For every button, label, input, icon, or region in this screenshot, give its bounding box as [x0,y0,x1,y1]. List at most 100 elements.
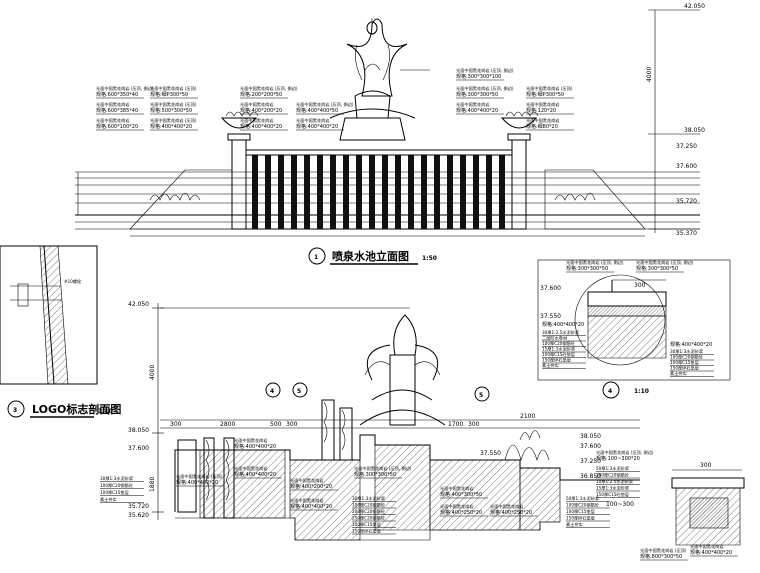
elev-level-37250: 37.250 [676,143,697,150]
water-wall-fin [317,155,323,229]
sec-mid-layer: 100厚C15垫层 [352,521,381,528]
d4-top-label-heading: 光面中国黑花岗岩 (压顶, 倒边) [566,259,624,266]
water-wall-fin [330,155,336,229]
sec-right-layer: 100厚C20钢筋砼 [566,502,600,509]
sec-label-value: 规格:400*400*20 [176,479,218,486]
d4-level-37550: 37.550 [540,313,561,320]
logo-section-view: #10螺栓 3 LOGO标志剖面图 1:10 [0,245,121,418]
d4-left-layer: 二层防水卷材 [542,335,567,342]
water-wall-fin [252,155,258,229]
sec-right-layer: 素土夯实 [566,521,583,528]
d5-layer: 100厚C20钢筋砼 [596,472,630,479]
water-wall-fin [265,155,271,229]
sec-dim-1880: 1880 [149,477,156,492]
water-wall-fin [304,155,310,229]
sec-label-value: 规格:400*400*20 [234,471,276,478]
sec-mid-layer: 100厚C20钢筋砼 [352,502,386,509]
d4-right-spec: 规格:400*400*20 [670,341,712,348]
sec-label-value: 规格:400*400*20 [290,503,332,510]
elev-label-value: 规格:400*400*20 [456,107,498,114]
fountain-section-view: 42.050 38.050 37.600 35.720 35.620 4000 … [100,301,688,561]
elev-label-heading: 光面中国黑花岗岩 [526,101,560,108]
elev-label-value: 规格:细80*20 [526,123,558,130]
elev-level-37600: 37.600 [676,163,697,170]
elev-title-circle [308,247,326,265]
sec-circle-4: 4 [270,388,274,395]
sec-dim-g: 2100 [520,413,535,420]
sec-level-38050: 38.050 [128,427,149,434]
water-wall-fin [382,155,388,229]
sec-level-r36850: 36.850 [580,473,601,480]
elev-level-35720: 35.720 [676,198,697,205]
elev-label-value: 规格:400*400*50 [296,107,338,114]
sec-left-layer: 30厚1:3水泥砂浆 [100,475,134,482]
elev-height-dim: 4000 [646,67,653,82]
elev-label-value: 规格:600*100*20 [96,123,138,130]
d5-bottom-label-value: 规格:400*400*20 [690,549,732,556]
water-wall-fin [473,155,479,229]
d4-right-layer: 150厚碎石垫层 [670,365,699,372]
elev-label-value: 规格:400*400*20 [150,123,192,130]
elev-level-top: 42.050 [684,3,705,10]
logo-title: LOGO标志剖面图 [32,402,121,416]
d4-scale: 1:10 [634,388,649,395]
sec-label-value: 规格:400*250*20 [440,509,482,516]
sec-level-37550: 37.550 [480,450,501,457]
elev-label-heading: 光面中国黑花岗岩 (压顶) [150,101,197,108]
water-wall-fin [278,155,284,229]
sec-label-heading: 光面中国黑花岗岩 (压顶) [176,473,223,480]
sec-label-heading: 光面中国黑花岗岩 [290,497,324,504]
sec-right-layer: 150厚碎石垫层 [566,515,595,522]
elev-level-38050: 38.050 [684,127,705,134]
elev-label-heading: 光面中国黑花岗岩 (压顶, 倒边) [96,85,154,92]
d5-top-spec: 规格:100~300*20 [596,455,640,462]
elev-label-heading: 光面中国黑花岗岩 [240,117,274,124]
sec-level-r37600: 37.600 [580,443,601,450]
sec-circle-5b: 5 [479,392,483,399]
d4-left-layer: 100厚C20钢筋砼 [542,340,576,347]
sec-left-layer: 100厚C15垫层 [100,489,129,496]
d4-top-label-heading: 光面中国黑花岗岩 (压顶, 倒边) [636,259,694,266]
water-wall-fin [343,155,349,229]
sec-level-35720: 35.720 [128,503,149,510]
sec-dim-4000: 4000 [149,365,156,380]
sec-label-value: 规格:400*250*20 [490,509,532,516]
water-wall-fin [486,155,492,229]
sec-right-layer: 100厚C15垫层 [566,508,595,515]
d4-dim-300: 300 [634,282,646,289]
d4-left-layer: 15厚1:3水泥砂浆 [542,346,576,353]
elev-label-value: 规格:细P300*50 [150,91,188,98]
sec-circle-5a: 5 [297,388,301,395]
elev-label-heading: 光面中国黑花岗岩 (压顶) [526,85,573,92]
sec-level-r37250: 37.250 [580,458,601,465]
elev-label-value: 规格:细P300*50 [526,91,564,98]
sec-label-heading: 光面中国黑花岗岩 [440,503,474,510]
d4-left-layer: 30厚1:2.5水泥砂浆 [542,329,580,336]
elev-label-heading: 光面中国黑花岗岩 [96,117,130,124]
elev-label-heading: 光面中国黑花岗岩 (压顶) [150,117,197,124]
sec-label-value: 规格:800*300*50 [640,553,682,560]
elev-label-value: 规格:600*385*40 [96,107,138,114]
sec-level-37600: 37.600 [128,445,149,452]
sec-level-r38050: 38.050 [580,433,601,440]
sec-right-layer: 50厚1:3水泥砂浆 [566,495,600,502]
fountain-elevation-view: 42.050 38.050 37.250 37.600 35.720 35.37… [75,3,705,265]
elev-label-value: 规格:300*300*50 [456,91,498,98]
elev-level-35370: 35.370 [676,230,697,237]
sec-label-heading: 光面中国黑花岗岩 [440,485,474,492]
d5-dim-range: 100~300 [606,501,634,508]
sec-label-heading: 光面中国黑花岗岩 [234,437,268,444]
d5-layer: 10厚1:2.5水泥砂浆 [596,478,634,485]
elev-label-heading: 光面中国黑花岗岩 (压顶, 倒边) [456,85,514,92]
d4-top-label-value: 规格:300*300*50 [566,265,608,272]
sec-label-heading: 光面中国黑花岗岩 [234,465,268,472]
sec-label-value: 规格:400*300*50 [440,491,482,498]
elev-label-heading: 光面中国黑花岗岩 [96,101,130,108]
sec-level-top: 42.050 [128,301,149,308]
elev-label-value: 规格:600*350*40 [96,91,138,98]
sec-mid-layer: 30厚1:3水泥砂浆 [352,495,386,502]
sec-label-heading: 光面中国黑花岗岩 [290,477,324,484]
elev-label-heading: 光面中国黑花岗岩 (压顶, 倒边) [240,85,298,92]
sec-mid-layer: 250厚C20钢筋砼 [352,515,386,522]
